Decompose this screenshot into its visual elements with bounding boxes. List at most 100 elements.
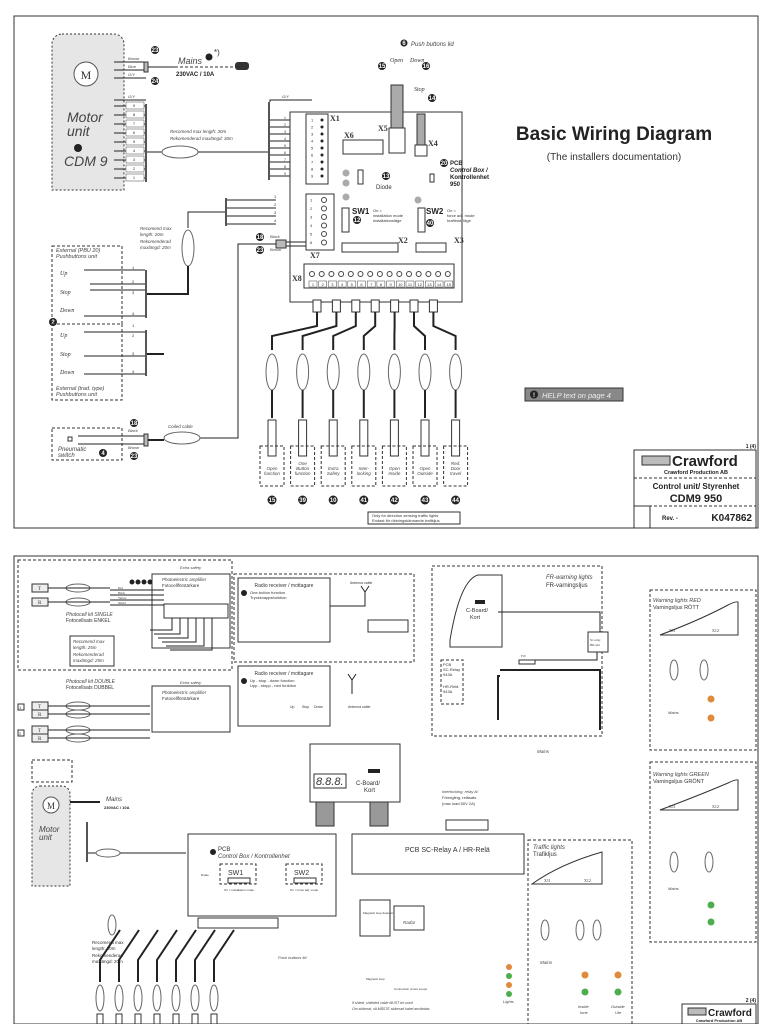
svg-text:Traffic lights: Traffic lights (533, 845, 565, 851)
svg-text:X8: X8 (292, 274, 302, 283)
direction-note-box (367, 511, 461, 525)
x7-terminal (321, 231, 327, 237)
sw1-switch (341, 207, 350, 233)
svg-text:2: 2 (284, 123, 286, 127)
function-wire (332, 312, 357, 350)
svg-text:Yellow: Yellow (118, 596, 127, 600)
photocell-double: Photocell kit DOUBLE Fotocellsats DUBBEL… (17, 679, 231, 743)
svg-text:23: 23 (131, 454, 138, 460)
page-subtitle: (The installers documentation) (547, 152, 682, 163)
function-plug (420, 419, 430, 457)
x1-terminal (320, 132, 324, 136)
svg-text:4: 4 (132, 369, 135, 374)
svg-text:External (PBU 20): External (PBU 20) (56, 248, 100, 254)
help-button[interactable]: ! HELP text on page 4 (524, 387, 624, 402)
motor-unit-label: Motor (67, 109, 104, 125)
svg-text:15: 15 (379, 64, 386, 70)
svg-text:Down: Down (409, 58, 424, 64)
svg-text:7: 7 (284, 158, 286, 162)
svg-text:Kontrollenhet: Kontrollenhet (450, 175, 489, 181)
svg-text:6: 6 (284, 151, 286, 155)
svg-text:4: 4 (101, 451, 105, 457)
svg-text:2: 2 (311, 125, 314, 130)
x8-screw (415, 271, 422, 277)
svg-text:7: 7 (311, 160, 314, 165)
svg-text:Down: Down (59, 370, 74, 376)
svg-text:6: 6 (311, 153, 314, 158)
svg-text:Only for direction sensing tra: Only for direction sensing traffic light… (372, 513, 438, 518)
svg-text:Stop: Stop (302, 705, 309, 709)
svg-text:R: R (38, 601, 42, 606)
x8-terminal (396, 280, 405, 288)
svg-text:2: 2 (19, 731, 22, 736)
traffic-lights: Traffic lights Trafikljus X11 X12 Inside… (527, 839, 633, 1024)
x8-plug (409, 299, 419, 313)
function-wire (194, 929, 216, 982)
svg-text:Stop: Stop (60, 352, 71, 358)
svg-text:Diode: Diode (376, 185, 392, 191)
antenna-icon (347, 673, 357, 694)
motor-letter: M (81, 68, 92, 82)
function-label: Open (419, 466, 431, 471)
x8-terminal (308, 280, 318, 288)
svg-text:Recomend max: Recomend max (140, 226, 172, 231)
x8-plug (370, 299, 380, 313)
x1-terminal (320, 146, 324, 150)
x8-terminal-label: 5 (351, 282, 354, 287)
motor-terminal-label: 6 (133, 130, 136, 135)
svg-text:Brown: Brown (270, 247, 282, 252)
motor-terminal-label: 5 (133, 139, 136, 144)
svg-text:Photoelectric amplifier: Photoelectric amplifier (162, 690, 207, 695)
svg-text:FR-varningsljus: FR-varningsljus (546, 583, 588, 589)
x1-terminal (320, 125, 324, 129)
svg-text:2: 2 (51, 320, 55, 326)
motor-unit-page2: M Motor unit Mains 230VAC / 10A (31, 759, 186, 887)
coiled-cable (163, 431, 201, 445)
svg-text:Blue: Blue (128, 64, 137, 69)
svg-text:20: 20 (441, 161, 448, 167)
svg-text:X3: X3 (454, 236, 464, 245)
x7-terminal (321, 197, 327, 203)
svg-text:switch: switch (58, 453, 75, 459)
x8-terminal (347, 280, 357, 288)
svg-text:1: 1 (19, 705, 22, 710)
x8-terminal (425, 280, 434, 288)
signature-icon (633, 505, 651, 529)
svg-text:External (trad. type): External (trad. type) (56, 386, 104, 392)
svg-text:18: 18 (131, 421, 138, 427)
badge-1 (74, 144, 82, 152)
svg-text:10: 10 (330, 498, 337, 504)
svg-text:Förregling, reläsats: Förregling, reläsats (442, 795, 476, 800)
svg-text:Endast för riktningskännande t: Endast för riktningskännande trafikljus (372, 518, 440, 523)
svg-text:Rekomenderad: Rekomenderad (73, 652, 104, 657)
svg-text:2: 2 (274, 202, 277, 207)
function-module (259, 445, 285, 487)
svg-text:9: 9 (284, 172, 286, 176)
page2-function-cables (95, 929, 235, 1024)
svg-text:G/Y: G/Y (282, 94, 289, 99)
function-wire (156, 929, 178, 982)
svg-text:Antenna cable: Antenna cable (348, 705, 370, 709)
x1-terminal (320, 139, 324, 143)
svg-text:4: 4 (311, 139, 314, 144)
svg-text:X2: X2 (398, 236, 408, 245)
svg-text:Down: Down (59, 308, 74, 314)
svg-text:Interlocking, relay A/: Interlocking, relay A/ (442, 789, 479, 794)
svg-text:16: 16 (423, 64, 430, 70)
svg-text:X12: X12 (712, 804, 719, 809)
svg-text:installation mode: installation mode (373, 213, 404, 218)
svg-text:One-button function: One-button function (250, 590, 285, 595)
svg-text:39: 39 (299, 498, 306, 504)
x8-terminal-label: 13 (427, 282, 432, 287)
x8-plug (351, 299, 361, 313)
svg-text:2: 2 (132, 333, 135, 338)
motor-terminal-label: 7 (133, 121, 136, 126)
svg-text:15: 15 (269, 498, 276, 504)
svg-text:length: 25m: length: 25m (73, 645, 97, 650)
function-label: Door (451, 466, 461, 471)
sw2-switch (417, 207, 426, 233)
svg-text:FR-warning lights: FR-warning lights (546, 575, 593, 581)
svg-text:Control unit/ Styrenhet: Control unit/ Styrenhet (653, 482, 740, 491)
function-cable (114, 984, 124, 1012)
function-plug (115, 1013, 123, 1024)
